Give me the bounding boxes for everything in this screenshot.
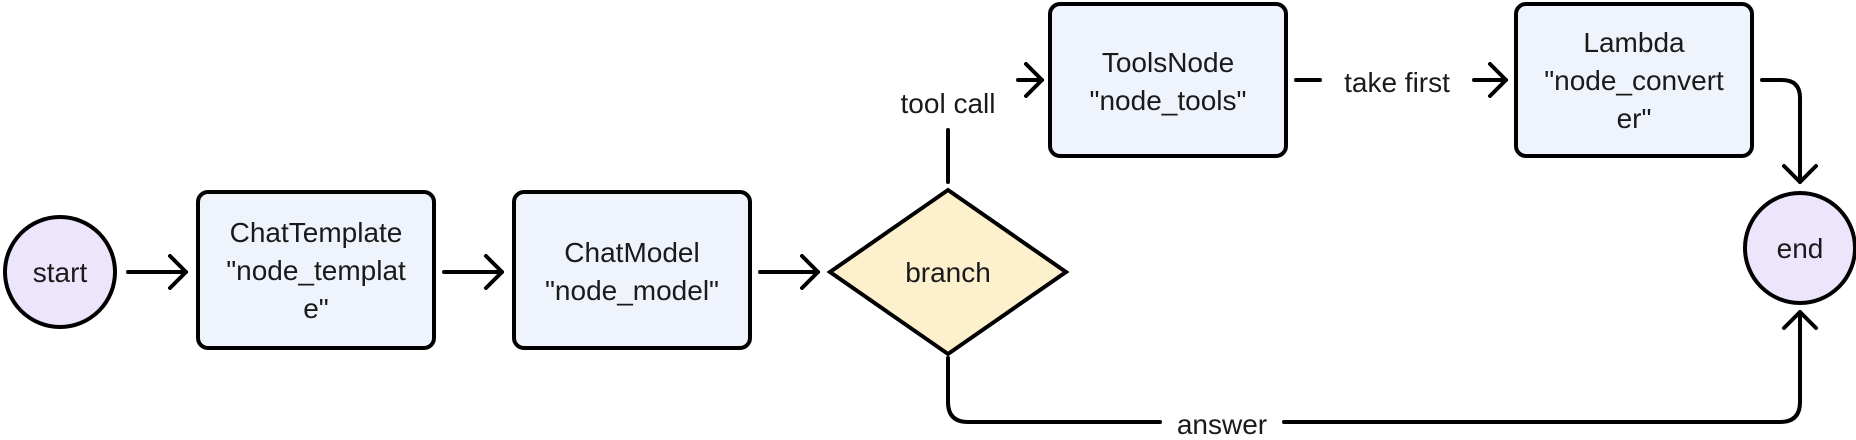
branch-diamond — [826, 187, 1070, 357]
node-branch-label: branch — [905, 257, 991, 288]
edge-label-take-first: take first — [1344, 67, 1450, 98]
node-model-line-1: ChatModel — [564, 237, 699, 268]
edge-tools-to-converter — [1294, 62, 1508, 98]
end-circle — [1743, 191, 1856, 305]
node-converter-line-3: er" — [1617, 103, 1652, 134]
edge-label-answer: answer — [1177, 409, 1267, 440]
edge-branch-to-tools — [946, 62, 1044, 184]
node-template-line-1: ChatTemplate — [230, 217, 403, 248]
chat-model-box — [512, 190, 752, 350]
node-converter[interactable]: Lambda "node_convert er" — [1514, 2, 1754, 158]
start-circle — [3, 215, 117, 329]
node-tools[interactable]: ToolsNode "node_tools" — [1048, 2, 1288, 158]
edge-branch-to-end — [946, 310, 1818, 424]
lambda-converter-box — [1514, 2, 1754, 158]
node-end-label: end — [1777, 233, 1824, 264]
node-model-line-2: "node_model" — [545, 275, 719, 306]
edge-label-tool-call: tool call — [901, 88, 996, 119]
node-branch[interactable]: branch — [826, 187, 1070, 357]
node-converter-line-1: Lambda — [1583, 27, 1685, 58]
node-tools-line-1: ToolsNode — [1102, 47, 1234, 78]
chat-template-box — [196, 190, 436, 350]
edge-template-to-model — [442, 254, 504, 290]
tools-node-box — [1048, 2, 1288, 158]
node-start[interactable]: start — [3, 215, 117, 329]
edge-start-to-template — [126, 254, 188, 290]
node-chat-model[interactable]: ChatModel "node_model" — [512, 190, 752, 350]
node-tools-line-2: "node_tools" — [1090, 85, 1247, 116]
node-converter-line-2: "node_convert — [1544, 65, 1724, 96]
node-chat-template[interactable]: ChatTemplate "node_templat e" — [196, 190, 436, 350]
node-start-label: start — [33, 257, 88, 288]
edge-converter-to-end — [1760, 78, 1818, 184]
node-template-line-3: e" — [303, 293, 329, 324]
node-end[interactable]: end — [1743, 191, 1856, 305]
edge-model-to-branch — [758, 254, 820, 290]
node-template-line-2: "node_templat — [226, 255, 406, 286]
